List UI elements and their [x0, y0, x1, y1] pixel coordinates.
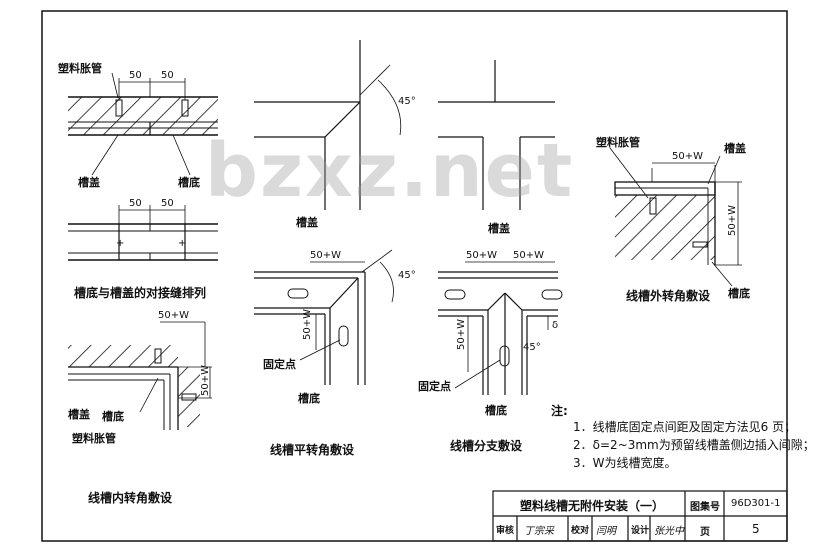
- caption-flat-corner: 线槽平转角敷设: [270, 443, 355, 457]
- caption-outer-corner: 线槽外转角敷设: [626, 289, 711, 303]
- label-cover-top-center: 槽盖: [296, 216, 318, 229]
- dim-w-flat-side: 50+W: [302, 309, 313, 340]
- label-base-flat: 槽底: [298, 392, 320, 405]
- dim-w-branch-left: 50+W: [466, 250, 497, 261]
- label-cover-top-right: 槽盖: [488, 222, 510, 235]
- caption-joint: 槽底与槽盖的对接缝排列: [74, 286, 207, 300]
- label-base-inner: 槽底: [102, 410, 124, 423]
- note-2: 2．δ=2~3mm为预留线槽盖侧边插入间隙；: [573, 438, 815, 452]
- label-cover-inner: 槽盖: [68, 408, 90, 421]
- atlas-number: 96D301-1: [731, 498, 781, 509]
- label-cover-1: 槽盖: [78, 176, 100, 189]
- dim-w-inner-top: 50+W: [158, 310, 189, 321]
- dim-angle-1: 45°: [398, 96, 416, 107]
- label-fix-point-1: 固定点: [263, 358, 296, 371]
- dim-angle-2: 45°: [398, 270, 416, 281]
- notes-title: 注:: [551, 404, 568, 418]
- label-plastic-tube-1: 塑料胀管: [58, 62, 102, 75]
- dim-50-b: 50: [161, 70, 174, 81]
- review-label: 审核: [496, 526, 515, 536]
- label-fix-point-2: 固定点: [418, 380, 451, 393]
- dim-angle-3: 45°: [523, 342, 541, 353]
- drawing-title: 塑料线槽无附件安装（一）: [520, 499, 665, 513]
- atlas-label: 图集号: [690, 502, 720, 513]
- page-label: 页: [700, 527, 710, 538]
- label-base-branch: 槽底: [485, 404, 507, 417]
- check-label: 校对: [571, 526, 590, 536]
- svg-text:+: +: [178, 238, 186, 249]
- flat-corner-figure: [254, 249, 394, 385]
- watermark-text: bzxz.net: [205, 128, 575, 214]
- dim-50-d: 50: [161, 198, 174, 209]
- dim-w-outer-side: 50+W: [727, 205, 738, 236]
- note-3: 3．W为线槽宽度。: [573, 456, 677, 470]
- design-label: 设计: [631, 526, 650, 536]
- design-signature: 张光中: [654, 526, 684, 537]
- branch-figure: [438, 261, 563, 395]
- dim-w-branch-side: 50+W: [456, 319, 467, 350]
- dim-w-outer-top: 50+W: [672, 151, 703, 162]
- dim-w-branch-right: 50+W: [513, 250, 544, 261]
- cover-corner-figure: [254, 40, 402, 210]
- dim-w-inner-side: 50+W: [200, 365, 211, 396]
- dim-w-flat-top: 50+W: [310, 250, 341, 261]
- label-cover-2: 槽盖: [724, 142, 746, 155]
- page-number: 5: [752, 522, 760, 536]
- check-signature: 闫明: [596, 526, 616, 537]
- label-base-outer: 槽底: [728, 287, 750, 300]
- svg-text:+: +: [116, 238, 124, 249]
- label-plastic-tube-2: 塑料胀管: [596, 136, 640, 149]
- caption-branch: 线槽分支敷设: [450, 439, 523, 453]
- review-signature: 丁宗采: [524, 526, 554, 537]
- dim-50-a: 50: [129, 70, 142, 81]
- label-base-1: 槽底: [178, 176, 200, 189]
- inner-corner-figure: [68, 321, 212, 430]
- title-block-lines: [492, 490, 788, 542]
- cover-branch-figure: [438, 60, 555, 210]
- outer-corner-figure: [609, 147, 742, 287]
- note-1: 1．线槽底固定点间距及固定方法见6 页；: [573, 420, 797, 434]
- caption-inner-corner: 线槽内转角敷设: [88, 491, 173, 505]
- sheet-border: [41, 10, 788, 542]
- label-plastic-tube-inner: 塑料胀管: [72, 432, 116, 445]
- dim-delta: δ: [552, 320, 559, 331]
- dim-50-c: 50: [129, 198, 142, 209]
- joint-arrangement-figure: + +: [68, 72, 218, 261]
